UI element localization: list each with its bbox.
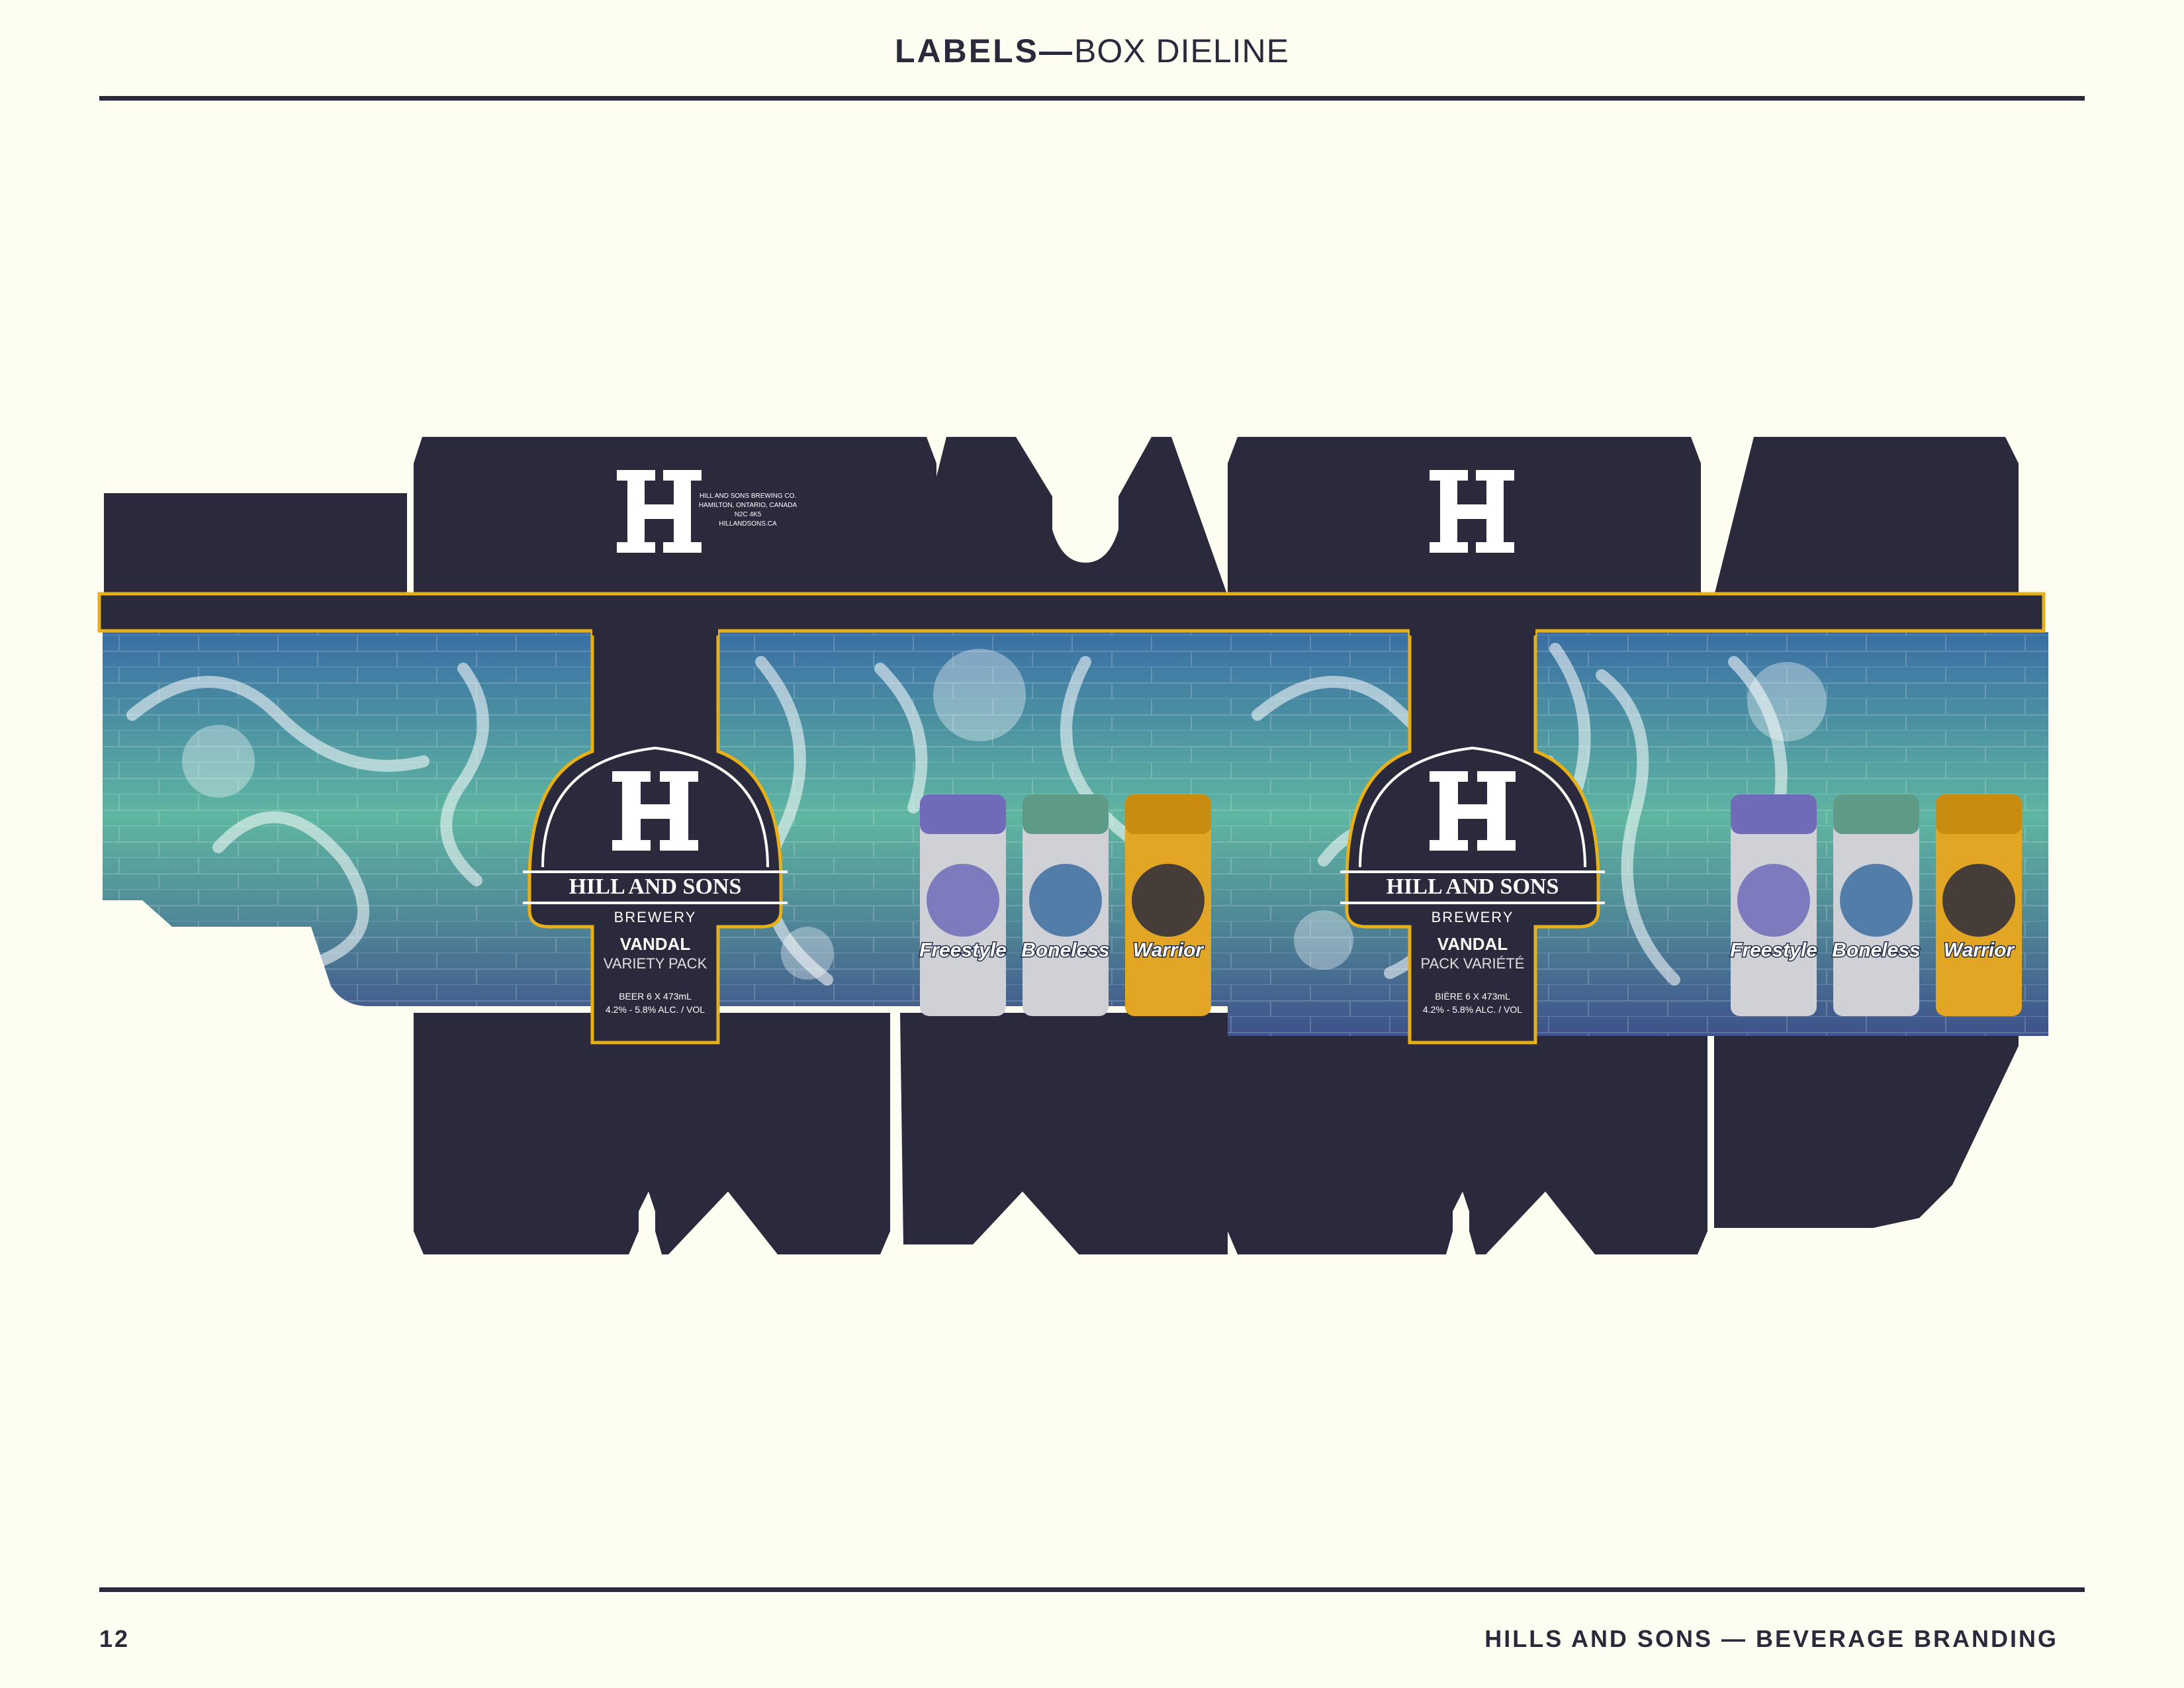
dieline-structure (99, 437, 2045, 1254)
product-name: VANDAL (1437, 934, 1508, 954)
brand-name: HILL AND SONS (569, 874, 742, 899)
address-line: HAMILTON, ONTARIO, CANADA (699, 502, 797, 509)
can-name: Boneless (1021, 939, 1109, 961)
footer-rule (99, 1587, 2085, 1592)
can-name: Warrior (1133, 939, 1205, 961)
brand-sub: BREWERY (1432, 909, 1514, 925)
top-flap-monogram-1 (617, 470, 702, 553)
pack-type: VARIETY PACK (604, 955, 707, 972)
bottom-flap-2 (900, 1013, 1228, 1254)
address-line: N2C 4K5 (735, 511, 762, 518)
bottom-flap-1 (414, 1013, 890, 1254)
top-flap-address: HILL AND SONS BREWING CO. HAMILTON, ONTA… (699, 492, 797, 528)
hs-monogram (1430, 771, 1516, 851)
page-number: 12 (99, 1625, 130, 1652)
can-freestyle: Freestyle (1729, 794, 1818, 1016)
address-line: HILL AND SONS BREWING CO. (700, 492, 796, 500)
bottom-flap-4 (1714, 1013, 2019, 1228)
bottom-flap-3 (1228, 1013, 1707, 1254)
brand-name: HILL AND SONS (1387, 874, 1559, 899)
can-warrior: Warrior (1936, 794, 2022, 1016)
top-band (99, 592, 2045, 632)
pack-count: BIÈRE 6 X 473mL (1435, 991, 1510, 1002)
can-name: Freestyle (919, 939, 1007, 961)
label-panel-2: HILL AND SONS BREWERY VANDAL PACK VARIÉT… (1340, 609, 1605, 1045)
can-freestyle: Freestyle (919, 794, 1007, 1016)
top-flap-4 (1714, 437, 2019, 632)
can-group-1: Freestyle Boneless Warrior (919, 794, 1211, 1016)
can-name: Boneless (1832, 939, 1920, 961)
band-outline (97, 592, 2046, 633)
label-panel-1: HILL AND SONS BREWERY VANDAL VARIETY PAC… (523, 609, 788, 1045)
can-name: Freestyle (1730, 939, 1817, 961)
product-name: VANDAL (620, 934, 691, 954)
can-name: Warrior (1944, 939, 2015, 961)
top-flap-3 (1228, 437, 1701, 632)
can-warrior: Warrior (1125, 794, 1211, 1016)
can-group-2: Freestyle Boneless Warrior (1729, 794, 2022, 1016)
footer-brand: HILLS AND SONS — BEVERAGE BRANDING (1484, 1625, 2058, 1652)
brand-sub: BREWERY (614, 909, 697, 925)
header-rule (99, 96, 2085, 101)
page-title-subject: BOX DIELINE (1074, 32, 1289, 70)
pack-abv: 4.2% - 5.8% ALC. / VOL (606, 1004, 705, 1015)
pack-count: BEER 6 X 473mL (619, 991, 692, 1002)
address-line: HILLANDSONS.CA (719, 520, 777, 528)
top-flap-2 (907, 437, 1228, 632)
can-boneless: Boneless (1021, 794, 1111, 1016)
pack-type: PACK VARIÉTÉ (1421, 955, 1525, 972)
top-flap-monogram-2 (1430, 470, 1514, 553)
page-title: LABELS—BOX DIELINE (0, 32, 2184, 70)
can-boneless: Boneless (1831, 794, 1921, 1016)
page-title-section: LABELS— (895, 32, 1074, 70)
hs-monogram (612, 771, 698, 851)
pack-abv: 4.2% - 5.8% ALC. / VOL (1423, 1004, 1522, 1015)
